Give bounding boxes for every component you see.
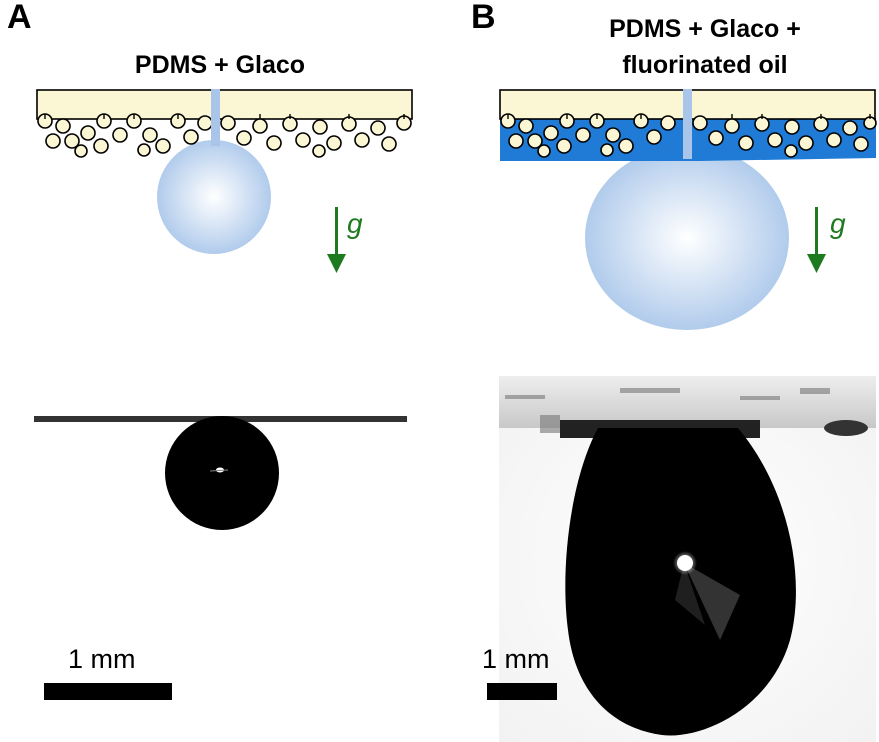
panel-b-photo — [499, 376, 876, 742]
panel-b-photo-substrate — [499, 376, 876, 428]
panel-b-scale-label: 1 mm — [482, 644, 550, 674]
panel-a-substrate — [36, 89, 413, 120]
panel-a-needle — [211, 89, 220, 146]
panel-a-photo — [34, 416, 407, 530]
panel-a-gravity-label: g — [347, 208, 363, 239]
panel-b-gravity-label: g — [830, 208, 846, 239]
panel-b-label: B — [471, 0, 496, 36]
panel-b-needle — [683, 89, 692, 159]
panel-a-gravity-arrow — [327, 207, 346, 273]
panel-a-title: PDMS + Glaco — [134, 51, 306, 79]
panel-a-label: A — [7, 0, 32, 36]
panel-b-title-line2: fluorinated oil — [622, 51, 788, 79]
panel-b-droplet — [585, 146, 789, 330]
panel-b-scale-bar — [487, 683, 557, 700]
panel-b-nanoparticle-beads — [500, 113, 877, 158]
panel-a-photo-droplet — [165, 416, 279, 530]
panel-a-droplet — [157, 140, 271, 254]
panel-a-schematic — [36, 89, 413, 273]
panel-b-schematic — [499, 89, 877, 330]
panel-b-gravity-arrow — [807, 207, 826, 273]
panel-b-title-line1: PDMS + Glaco + — [609, 15, 801, 43]
panel-a-scale-bar — [44, 683, 172, 700]
panel-a-scale-label: 1 mm — [68, 644, 136, 674]
